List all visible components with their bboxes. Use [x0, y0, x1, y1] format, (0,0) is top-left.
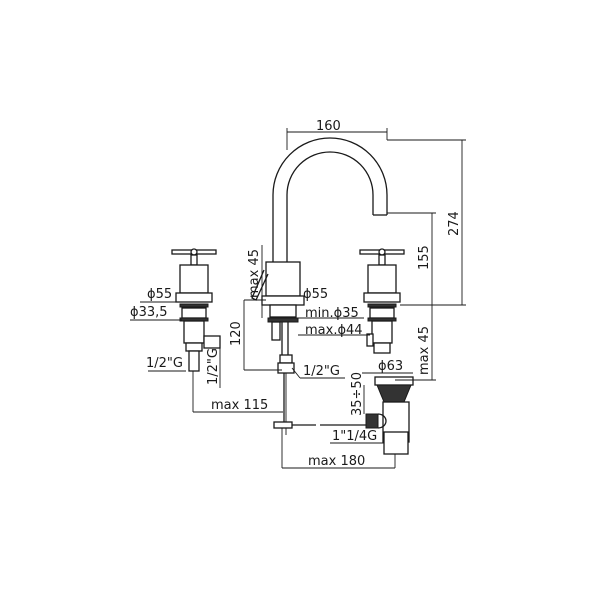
dim-waste-range: 35÷50: [350, 372, 365, 416]
spout-body: [251, 261, 368, 435]
dimension-lines: [130, 128, 466, 469]
left-valve: [171, 248, 221, 412]
dim-waste-dia: ϕ63: [378, 359, 403, 374]
dim-spout-reach: 160: [316, 119, 341, 134]
spout: [272, 137, 388, 262]
dim-depth-120: 120: [229, 321, 244, 346]
dim-hole-min: min.ϕ35: [305, 306, 359, 321]
dimension-labels: 160 274 155 ϕ55 ϕ33,5 1/2"G 1/2"G max 45…: [130, 119, 462, 469]
dim-spout-base-dia: ϕ55: [303, 287, 328, 302]
dim-max-deck-right: max 45: [417, 326, 432, 375]
dim-max-115: max 115: [211, 398, 268, 413]
dim-handle-dia-left: ϕ55: [147, 287, 172, 302]
dim-hole-max: max.ϕ44: [305, 323, 363, 338]
waste-drain: [365, 376, 414, 455]
right-valve: [359, 248, 405, 354]
dim-spout-height: 155: [417, 245, 432, 270]
dim-max-deck-left: max 45: [247, 249, 262, 298]
dim-total-height: 274: [447, 211, 462, 236]
dim-inlet-left-h: 1/2"G: [146, 356, 183, 371]
dim-waste-thread: 1"1/4G: [332, 429, 377, 444]
dim-inlet-center: 1/2"G: [303, 364, 340, 379]
dim-stem-dia-left: ϕ33,5: [130, 305, 168, 320]
dim-inlet-left-v: 1/2"G: [206, 348, 221, 385]
dim-max-180: max 180: [308, 454, 365, 469]
